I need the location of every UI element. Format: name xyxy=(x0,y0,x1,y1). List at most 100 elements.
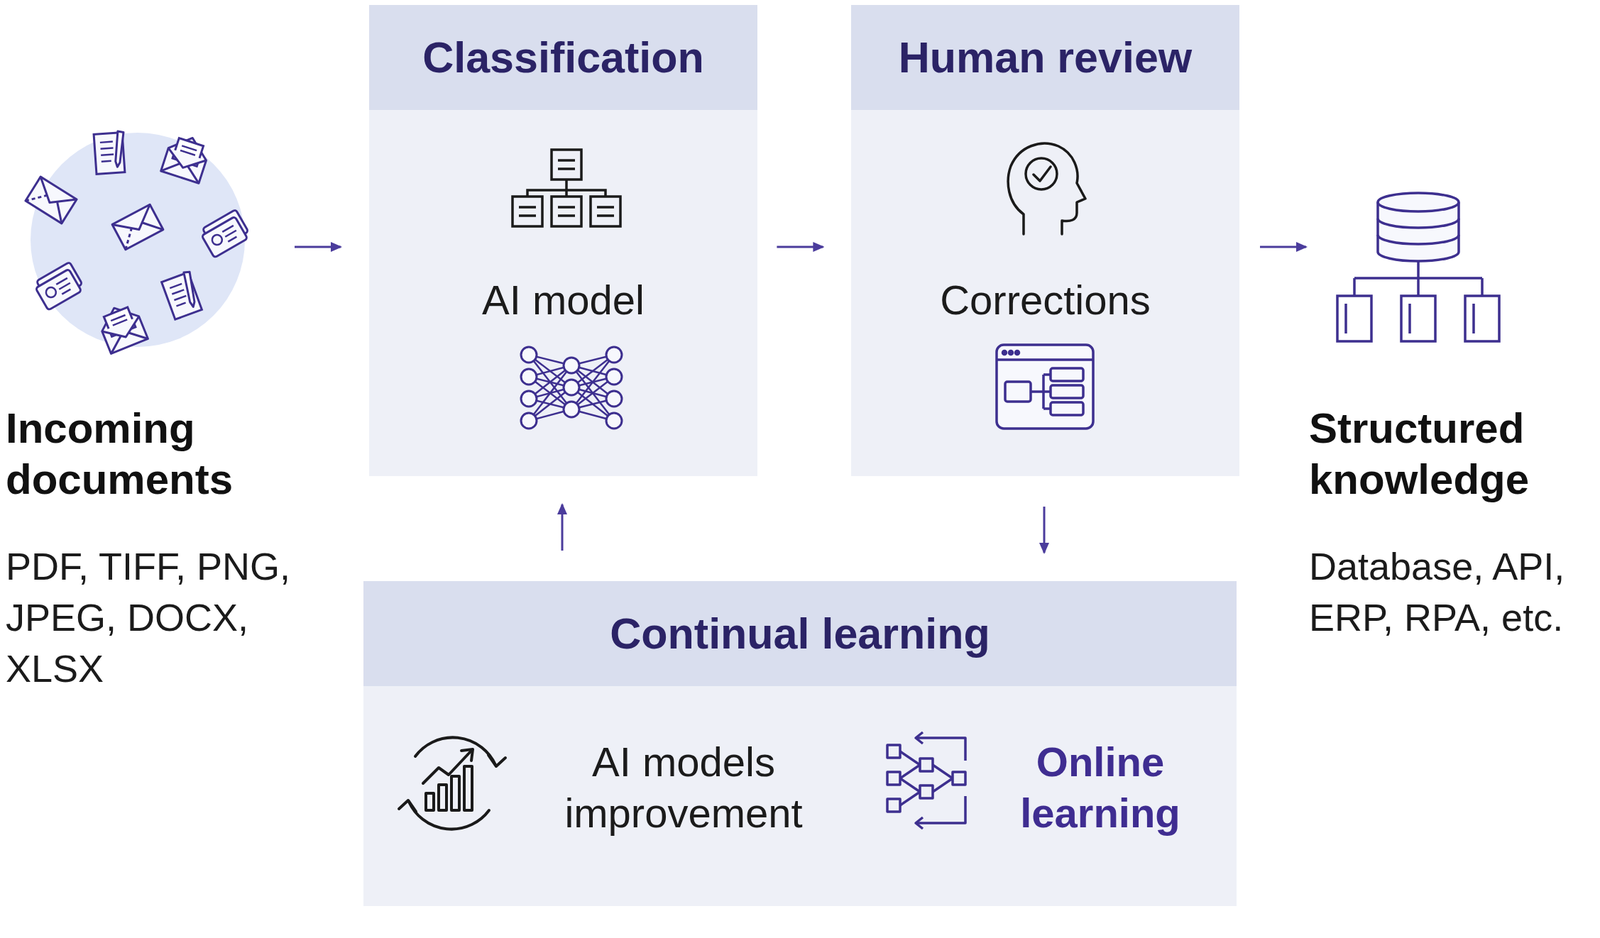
neural-network-icon xyxy=(521,369,537,385)
online-learning-icon xyxy=(900,778,920,793)
neural-network-icon xyxy=(521,413,537,429)
online-learning-icon xyxy=(900,751,920,766)
hierarchy-icon xyxy=(557,205,575,209)
document-icons xyxy=(161,132,212,184)
document-icons xyxy=(161,270,204,320)
database-icon xyxy=(1337,296,1372,342)
database-icon xyxy=(1416,261,1420,279)
database-icon xyxy=(1465,296,1500,342)
online-learning-icon xyxy=(919,758,933,772)
flow-arrow xyxy=(776,246,823,249)
text-holder: Database, API, ERP, RPA, etc. xyxy=(1308,540,1593,644)
flow-arrow xyxy=(561,504,564,551)
hierarchy-icon xyxy=(596,205,615,209)
online-learning-icon xyxy=(887,799,901,813)
neural-network-icon xyxy=(606,347,622,363)
online-learning-icon xyxy=(900,765,920,779)
neural-network-icon xyxy=(563,379,580,396)
text-holder: Structured knowledge xyxy=(1308,403,1593,506)
online-learning-icon xyxy=(915,817,923,830)
improvement-chart-icon xyxy=(415,737,496,766)
process-box: Classification AI model xyxy=(369,4,758,477)
database-icon xyxy=(1344,303,1348,334)
flow-arrow xyxy=(1259,246,1307,249)
database-icon xyxy=(1377,234,1459,245)
hierarchy-icon xyxy=(512,196,543,227)
online-learning-icon xyxy=(900,792,920,806)
box-label: AI model xyxy=(369,274,758,326)
hierarchy-icon xyxy=(565,179,568,191)
window-icon xyxy=(1009,351,1013,355)
window-icon xyxy=(1005,381,1031,402)
neural-network-icon xyxy=(606,391,622,407)
online-learning-icon xyxy=(932,765,953,779)
online-learning-icon xyxy=(915,796,966,824)
online-learning-icon xyxy=(915,732,923,744)
target-list: Database, API, ERP, RPA, etc. xyxy=(1308,540,1593,644)
text-holder: AI model xyxy=(369,274,758,326)
database-icon xyxy=(1377,193,1459,212)
improvement-chart-icon xyxy=(408,802,490,830)
text-holder: AI models improvement xyxy=(534,736,833,840)
online-learning-icon xyxy=(915,738,966,761)
window-icon xyxy=(1050,368,1084,382)
database-icon xyxy=(1352,278,1356,297)
database-icon xyxy=(1416,278,1420,297)
database-icon xyxy=(1480,278,1484,297)
flow-arrow xyxy=(294,246,341,249)
database-icon xyxy=(1337,193,1500,342)
online-learning-icon xyxy=(932,778,953,793)
improvement-chart-icon xyxy=(464,766,473,811)
box-heading: Continual learning xyxy=(609,609,990,659)
online-learning-icon xyxy=(919,785,933,799)
database-icon xyxy=(1472,303,1476,334)
database-icon xyxy=(1377,218,1459,228)
improvement-chart-icon xyxy=(398,800,416,813)
online-learning-icon xyxy=(887,732,966,830)
window-icon xyxy=(1050,402,1084,416)
format-list: PDF, TIFF, PNG, JPEG, DOCX, XLSX xyxy=(5,540,319,695)
improvement-chart-icon xyxy=(438,785,447,811)
box-label: AI models improvement xyxy=(534,736,833,840)
head-check-icon xyxy=(1025,158,1057,190)
hierarchy-icon xyxy=(512,149,621,227)
hierarchy-icon xyxy=(518,214,536,218)
head-check-icon xyxy=(1007,143,1086,235)
process-box: Continual learning AI models improvement O… xyxy=(363,581,1237,907)
improvement-chart-icon xyxy=(488,755,506,767)
box-label: Online learning xyxy=(986,736,1214,840)
hierarchy-icon xyxy=(590,196,621,227)
box-heading: Classification xyxy=(422,32,705,83)
window-icon xyxy=(996,358,1094,362)
document-icons xyxy=(25,176,77,224)
neural-network-icon xyxy=(563,401,580,418)
text-holder: PDF, TIFF, PNG, JPEG, DOCX, XLSX xyxy=(5,540,319,695)
header-band: Human review xyxy=(851,4,1240,111)
online-learning-icon xyxy=(887,772,901,786)
document-icons xyxy=(198,209,252,258)
hierarchy-icon xyxy=(551,196,582,227)
window-icon xyxy=(996,344,1094,429)
hierarchy-icon xyxy=(557,167,575,171)
box-label: Corrections xyxy=(851,274,1240,326)
text-holder: Corrections xyxy=(851,274,1240,326)
box-heading: Human review xyxy=(898,32,1193,83)
neural-network-icon xyxy=(521,347,622,429)
hierarchy-icon xyxy=(557,214,575,218)
neural-network-icon xyxy=(521,347,537,363)
document-icons xyxy=(93,131,127,175)
neural-network-icon xyxy=(563,357,580,374)
hierarchy-icon xyxy=(557,159,575,162)
hierarchy-icon xyxy=(596,214,615,218)
document-icons xyxy=(32,261,86,311)
window-icon xyxy=(1050,385,1084,399)
window-icon xyxy=(996,344,1094,429)
flow-arrow xyxy=(1043,506,1046,553)
document-icons xyxy=(25,131,252,355)
header-band: Classification xyxy=(369,4,758,111)
window-icon xyxy=(1003,351,1007,355)
window-icon xyxy=(1030,390,1044,394)
improvement-chart-icon xyxy=(425,793,434,811)
head-check-icon xyxy=(1007,143,1086,235)
